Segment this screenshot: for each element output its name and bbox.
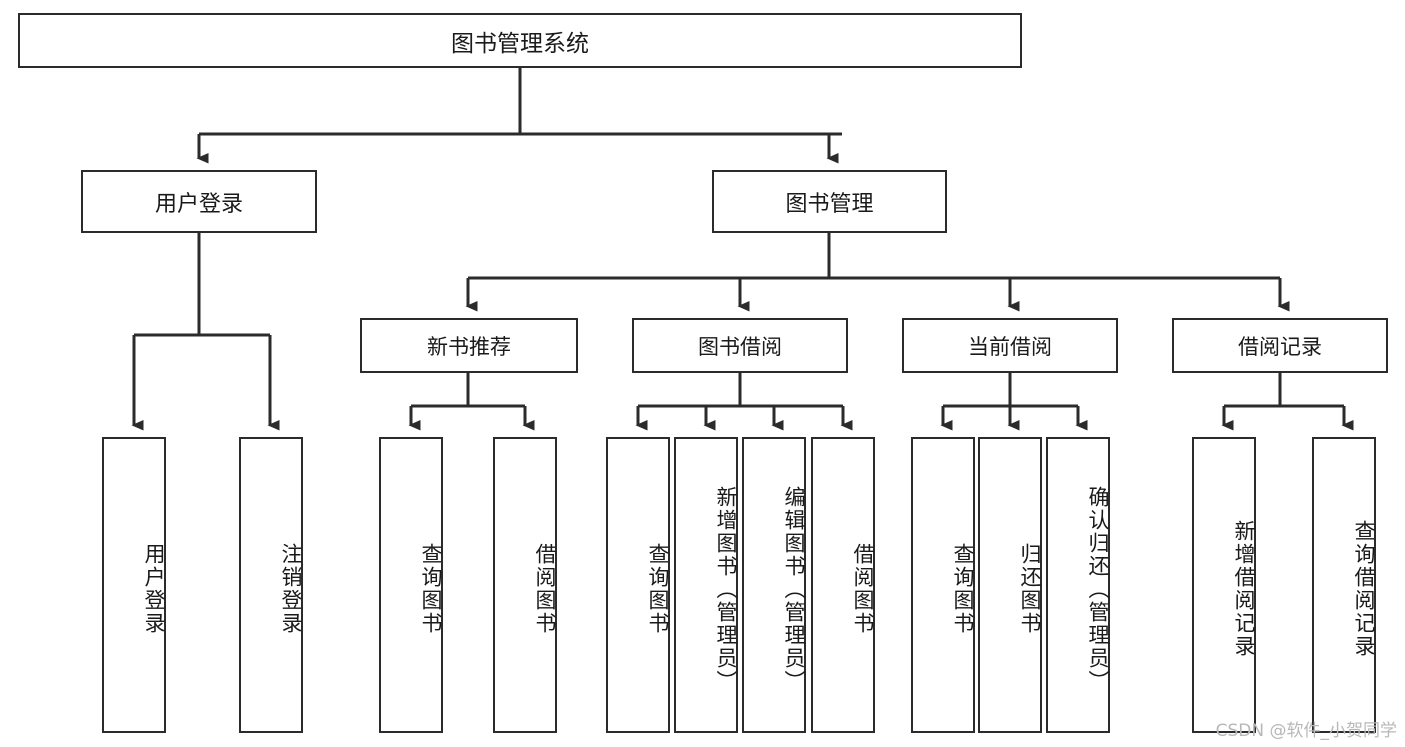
- leaf-new-book-borrow[interactable]: 借阅图书: [493, 437, 557, 733]
- node-label: 图书管理系统: [451, 30, 589, 57]
- node-book-management[interactable]: 图书管理: [712, 170, 947, 233]
- node-label: 图书管理: [785, 191, 874, 217]
- node-label: 借阅记录: [1238, 334, 1322, 359]
- leaf-borrow-borrow-book[interactable]: 借阅图书: [811, 437, 875, 733]
- node-label: 注销登录: [279, 543, 303, 635]
- leaf-borrow-add-book-admin[interactable]: 新增图书（管理员）: [674, 437, 738, 733]
- leaf-borrow-query-book[interactable]: 查询图书: [606, 437, 670, 733]
- node-new-book-recommend[interactable]: 新书推荐: [360, 318, 578, 373]
- watermark: CSDN @软件_小贺同学: [1215, 721, 1397, 741]
- node-label: 借阅图书: [533, 543, 557, 635]
- node-label: 当前借阅: [968, 334, 1052, 359]
- leaf-record-query-record[interactable]: 查询借阅记录: [1312, 437, 1376, 733]
- node-label: 新增借阅记录: [1232, 520, 1256, 658]
- leaf-user-login-logout[interactable]: 注销登录: [239, 437, 303, 733]
- node-label: 查询图书: [419, 543, 443, 635]
- node-label: 编辑图书（管理员）: [782, 485, 806, 693]
- node-root-system[interactable]: 图书管理系统: [18, 13, 1022, 68]
- node-label: 新增图书（管理员）: [714, 485, 738, 693]
- leaf-current-query-book[interactable]: 查询图书: [911, 437, 975, 733]
- leaf-record-add-record[interactable]: 新增借阅记录: [1192, 437, 1256, 733]
- leaf-borrow-edit-book-admin[interactable]: 编辑图书（管理员）: [742, 437, 806, 733]
- node-book-borrow[interactable]: 图书借阅: [632, 318, 848, 373]
- node-label: 归还图书: [1018, 543, 1042, 635]
- node-current-borrow[interactable]: 当前借阅: [902, 318, 1118, 373]
- node-label: 查询图书: [646, 543, 670, 635]
- node-label: 图书借阅: [698, 334, 782, 359]
- leaf-current-confirm-return-admin[interactable]: 确认归还（管理员）: [1046, 437, 1110, 733]
- node-label: 查询借阅记录: [1352, 520, 1376, 658]
- node-label: 新书推荐: [427, 334, 511, 359]
- node-label: 用户登录: [142, 543, 166, 635]
- node-borrow-record[interactable]: 借阅记录: [1172, 318, 1388, 373]
- node-label: 确认归还（管理员）: [1086, 485, 1110, 693]
- leaf-new-book-query[interactable]: 查询图书: [379, 437, 443, 733]
- leaf-user-login-login[interactable]: 用户登录: [102, 437, 166, 733]
- leaf-current-return-book[interactable]: 归还图书: [978, 437, 1042, 733]
- node-user-login[interactable]: 用户登录: [81, 170, 317, 233]
- node-label: 查询图书: [951, 543, 975, 635]
- node-label: 用户登录: [154, 191, 243, 217]
- node-label: 借阅图书: [851, 543, 875, 635]
